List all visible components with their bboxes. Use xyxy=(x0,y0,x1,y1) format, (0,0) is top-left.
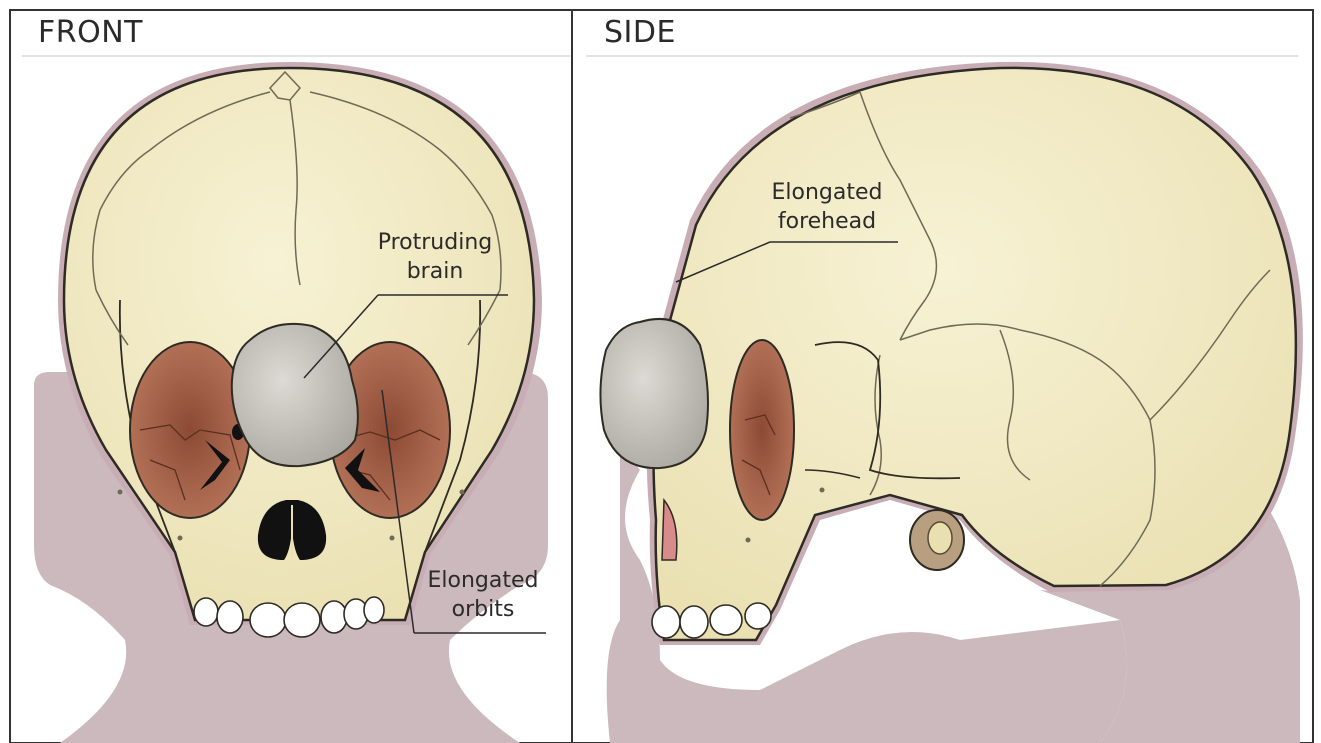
elongated-forehead-label-line2: forehead xyxy=(752,207,902,236)
protruding-brain-label-line1: Protruding xyxy=(360,228,510,257)
elongated-orbits-label-line1: Elongated xyxy=(408,566,558,595)
front-left-orbit xyxy=(130,342,250,518)
elongated-forehead-label: Elongated forehead xyxy=(752,178,902,236)
side-protruding-brain xyxy=(600,319,708,468)
protruding-brain-label: Protruding brain xyxy=(360,228,510,286)
side-panel-title: SIDE xyxy=(604,18,676,48)
front-protruding-brain xyxy=(232,324,358,466)
elongated-orbits-label: Elongated orbits xyxy=(408,566,558,624)
protruding-brain-label-line2: brain xyxy=(360,257,510,286)
front-panel-title: FRONT xyxy=(38,18,143,48)
side-orbit xyxy=(730,340,794,520)
elongated-orbits-label-line2: orbits xyxy=(408,595,558,624)
elongated-forehead-label-line1: Elongated xyxy=(752,178,902,207)
